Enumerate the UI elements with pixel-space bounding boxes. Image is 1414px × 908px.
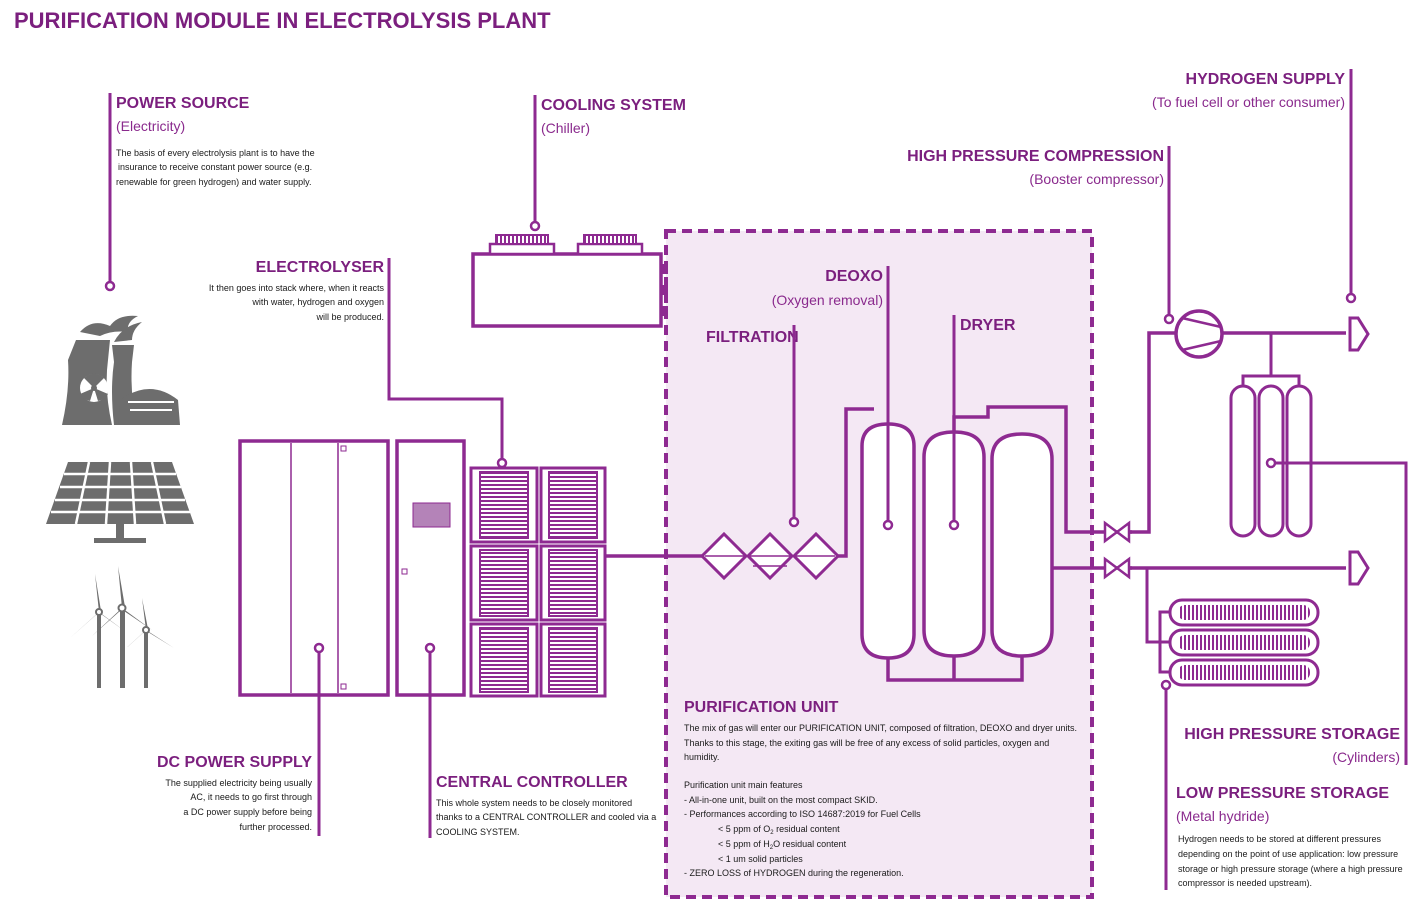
- power-source-subtitle: (Electricity): [116, 118, 185, 134]
- power-source-block: POWER SOURCE (Electricity) The basis of …: [104, 93, 315, 292]
- purification-unit-spec: < 1 um solid particles: [718, 854, 803, 864]
- hydrogen-supply-subtitle: (To fuel cell or other consumer): [1152, 94, 1345, 110]
- gas-pipe-to-deoxo: [838, 407, 874, 558]
- high-pressure-storage-subtitle: (Cylinders): [1332, 749, 1400, 765]
- metal-hydride-tanks: [1168, 598, 1320, 687]
- low-pressure-storage-block: LOW PRESSURE STORAGE (Metal hydride) Hyd…: [1160, 679, 1403, 890]
- cooling-system-subtitle: (Chiller): [541, 120, 590, 136]
- hydrogen-supply-arrow-upper: [1348, 316, 1370, 352]
- hydrogen-supply-arrow-lower: [1348, 550, 1370, 586]
- hydrogen-supply-marker: [1345, 292, 1357, 304]
- valve-lower: [1103, 556, 1131, 580]
- filtration-filters: [699, 531, 841, 581]
- central-controller-block: CENTRAL CONTROLLER This whole system nee…: [424, 642, 656, 838]
- purification-unit-title: PURIFICATION UNIT: [684, 699, 839, 716]
- valve-upper: [1103, 520, 1131, 544]
- power-source-text-line: renewable for green hydrogen) and water …: [116, 177, 311, 187]
- power-source-marker: [104, 280, 116, 292]
- electrolyser-leader: [387, 258, 504, 458]
- high-pressure-storage-title: HIGH PRESSURE STORAGE: [1184, 726, 1400, 743]
- gas-pipe-to-compressor: [1129, 331, 1176, 534]
- central-controller-text-line: COOLING SYSTEM.: [436, 827, 520, 837]
- chiller-unit: [471, 234, 668, 328]
- central-controller-text-line: thanks to a CENTRAL CONTROLLER and coole…: [436, 812, 656, 822]
- low-pressure-storage-text-line: compressor is needed upstream).: [1178, 878, 1312, 888]
- high-pressure-storage-leader: [1276, 461, 1408, 765]
- purification-unit-closing: - ZERO LOSS of HYDROGEN during the regen…: [684, 868, 904, 878]
- filtration-marker: [788, 516, 800, 528]
- electrolyser-block: ELECTROLYSER It then goes into stack whe…: [209, 258, 508, 469]
- purification-unit-feature: - All-in-one unit, built on the most com…: [684, 795, 878, 805]
- purification-unit-intro-line: humidity.: [684, 752, 719, 762]
- deoxo-subtitle: (Oxygen removal): [772, 292, 883, 308]
- dryer-title: DRYER: [960, 317, 1016, 334]
- dryer-block: DRYER: [948, 315, 1016, 531]
- purification-unit-description: PURIFICATION UNIT The mix of gas will en…: [684, 699, 1077, 878]
- central-controller-text-line: This whole system needs to be closely mo…: [436, 798, 632, 808]
- nuclear-plant-icon: [62, 315, 180, 425]
- wind-turbine-icon: [70, 566, 174, 688]
- low-pressure-storage-text-line: depending on the point of use applicatio…: [1178, 849, 1398, 859]
- filtration-block: FILTRATION: [706, 325, 800, 528]
- power-source-title: POWER SOURCE: [116, 95, 250, 112]
- central-controller-title: CENTRAL CONTROLLER: [436, 774, 628, 791]
- low-pressure-storage-text-line: Hydrogen needs to be stored at different…: [1178, 834, 1381, 844]
- high-pressure-compression-subtitle: (Booster compressor): [1029, 171, 1164, 187]
- high-pressure-storage-block: HIGH PRESSURE STORAGE (Cylinders): [1184, 457, 1408, 765]
- high-pressure-storage-marker: [1265, 457, 1277, 469]
- cooling-system-marker: [529, 220, 541, 232]
- deoxo-marker: [882, 519, 894, 531]
- dc-power-supply-title: DC POWER SUPPLY: [157, 754, 312, 771]
- cooling-system-block: COOLING SYSTEM (Chiller): [529, 95, 686, 232]
- solar-panel-icon: [46, 461, 194, 543]
- dc-power-supply-text-line: AC, it needs to go first through: [190, 792, 312, 802]
- low-pressure-storage-marker: [1160, 679, 1172, 691]
- purification-unit-features-title: Purification unit main features: [684, 780, 803, 790]
- high-pressure-cylinders: [1229, 384, 1313, 538]
- electrolyser-marker: [496, 457, 508, 469]
- dryer-vessels: [886, 405, 1132, 682]
- purification-unit-spec: < 5 ppm of H2O residual content: [718, 839, 847, 851]
- electrolyser-text-line: will be produced.: [315, 312, 384, 322]
- booster-compressor: [1174, 309, 1224, 359]
- dc-power-supply-text-line: a DC power supply before being: [183, 807, 312, 817]
- power-source-text-line: The basis of every electrolysis plant is…: [116, 148, 315, 158]
- purification-unit-feature: - Performances according to ISO 14687:20…: [684, 809, 921, 819]
- purification-unit-intro-line: The mix of gas will enter our PURIFICATI…: [684, 723, 1077, 733]
- central-controller-marker: [424, 642, 436, 654]
- low-pressure-storage-text-line: storage or high pressure storage (where …: [1178, 864, 1403, 874]
- power-source-text-line: insurance to receive constant power sour…: [118, 162, 312, 172]
- electrolyser-stacks: [469, 466, 607, 698]
- purification-unit-spec: < 5 ppm of O2 residual content: [718, 824, 840, 836]
- electrolyser-text-line: It then goes into stack where, when it r…: [209, 283, 385, 293]
- purification-unit-intro-line: Thanks to this stage, the exiting gas wi…: [684, 738, 1049, 748]
- dc-power-supply-cabinet: [238, 439, 390, 697]
- dc-power-supply-text-line: further processed.: [239, 822, 312, 832]
- dryer-marker: [948, 519, 960, 531]
- dc-power-supply-block: DC POWER SUPPLY The supplied electricity…: [157, 642, 325, 836]
- deoxo-vessel: [860, 422, 916, 660]
- high-pressure-compression-title: HIGH PRESSURE COMPRESSION: [907, 148, 1164, 165]
- cylinder-manifold: [1241, 374, 1301, 388]
- gas-pipe-to-hydride: [1145, 568, 1172, 644]
- hydrogen-supply-block: HYDROGEN SUPPLY (To fuel cell or other c…: [1152, 69, 1357, 304]
- low-pressure-storage-subtitle: (Metal hydride): [1176, 808, 1269, 824]
- dc-power-supply-marker: [313, 642, 325, 654]
- low-pressure-storage-title: LOW PRESSURE STORAGE: [1176, 785, 1389, 802]
- dc-power-supply-text-line: The supplied electricity being usually: [165, 778, 312, 788]
- cooling-system-title: COOLING SYSTEM: [541, 97, 686, 114]
- page-title: PURIFICATION MODULE IN ELECTROLYSIS PLAN…: [14, 8, 551, 33]
- electrolyser-text-line: with water, hydrogen and oxygen: [251, 297, 384, 307]
- hydrogen-supply-title: HYDROGEN SUPPLY: [1186, 71, 1346, 88]
- hydride-manifold: [1158, 610, 1172, 674]
- deoxo-title: DEOXO: [825, 268, 883, 285]
- high-pressure-compression-marker: [1163, 313, 1175, 325]
- electrolyser-title: ELECTROLYSER: [256, 259, 385, 276]
- high-pressure-compression-block: HIGH PRESSURE COMPRESSION (Booster compr…: [907, 146, 1175, 325]
- filtration-title: FILTRATION: [706, 329, 799, 346]
- deoxo-block: DEOXO (Oxygen removal): [772, 266, 894, 531]
